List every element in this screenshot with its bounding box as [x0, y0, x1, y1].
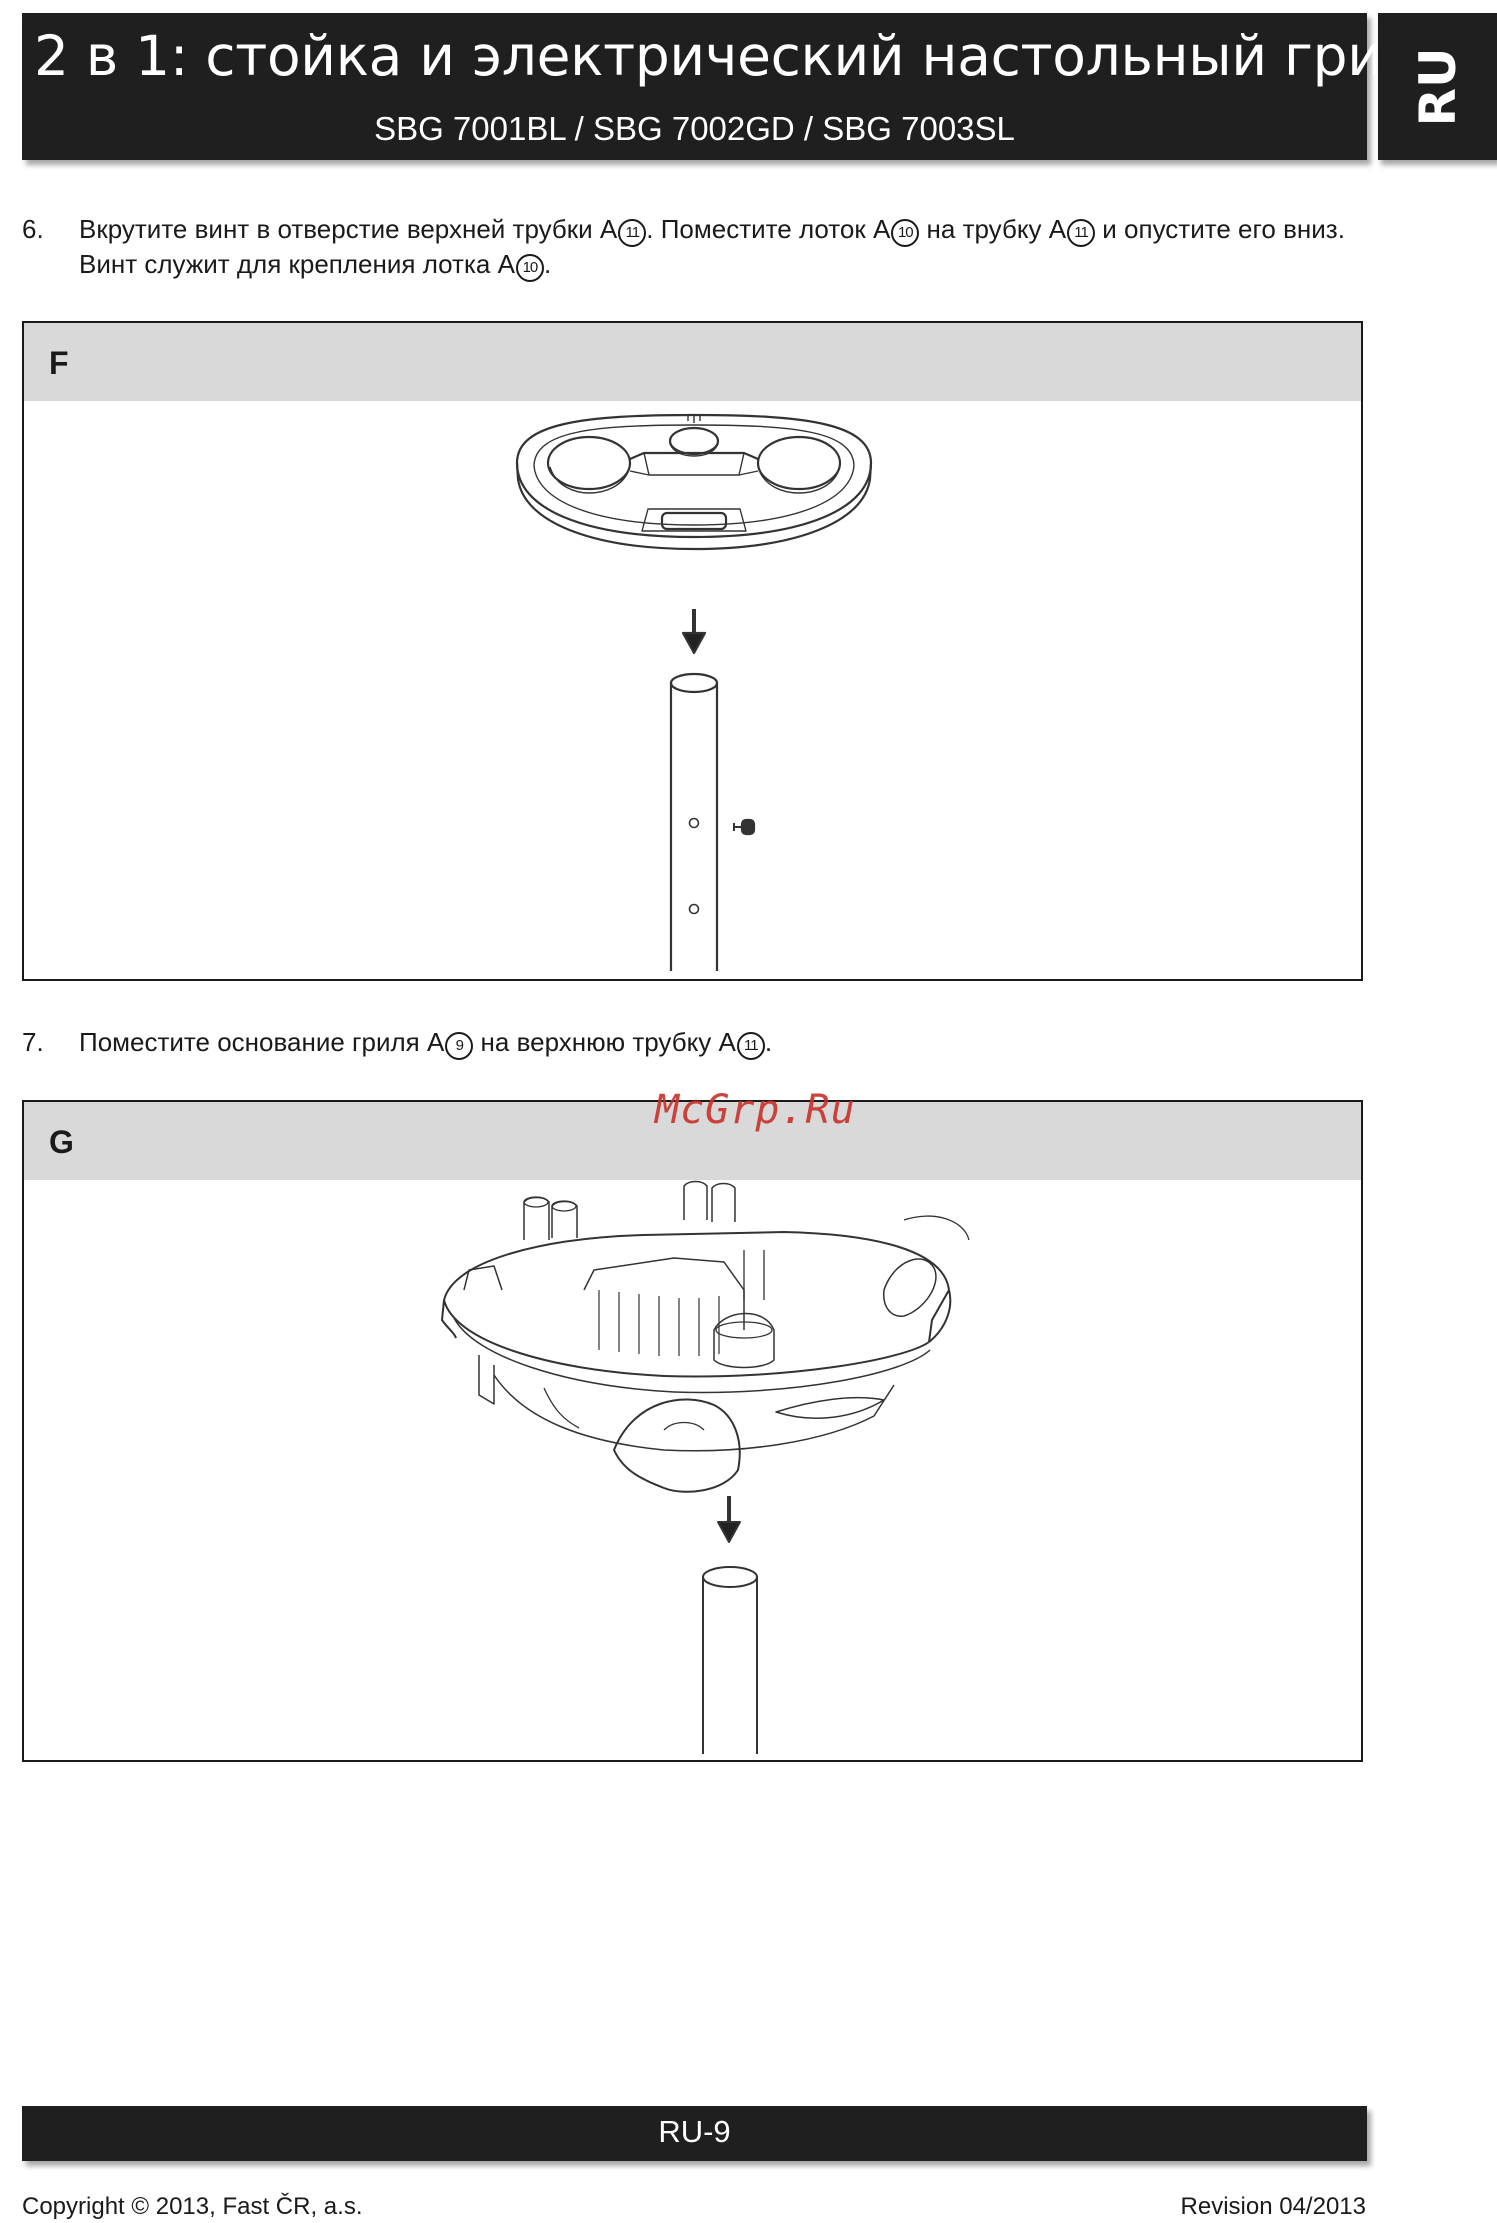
figure-label-bar: G	[24, 1102, 1361, 1180]
figure-label-bar: F	[24, 323, 1361, 401]
copyright-text: Copyright © 2013, Fast ČR, a.s.	[22, 2193, 363, 2220]
tube-icon	[702, 1566, 758, 1754]
step-text-line-1: Вкрутите винт в отверстие верхней трубки…	[79, 212, 1379, 247]
model-numbers: SBG 7001BL / SBG 7002GD / SBG 7003SL	[374, 110, 1015, 147]
page-number: RU-9	[658, 2114, 731, 2149]
part-ref-badge: 9	[445, 1032, 474, 1060]
figure-f: F	[22, 321, 1363, 981]
grill-base-icon	[441, 1180, 970, 1493]
tube-icon	[669, 672, 719, 971]
figure-label: G	[49, 1124, 74, 1160]
step-number: 6.	[22, 214, 44, 244]
page-header: 2 в 1: стойка и электрический настольный…	[22, 13, 1450, 160]
part-ref-badge: 10	[515, 254, 544, 282]
screw-icon	[733, 818, 756, 836]
step-number: 7.	[22, 1027, 44, 1057]
part-ref-badge: 11	[736, 1032, 765, 1060]
figure-f-illustration	[515, 413, 873, 971]
language-label: RU	[1408, 46, 1467, 127]
figure-g: G	[22, 1100, 1363, 1762]
figure-label: F	[49, 345, 69, 381]
part-ref-badge: 11	[1067, 219, 1096, 247]
part-ref-badge: 11	[618, 219, 647, 247]
language-tab: RU	[1378, 13, 1497, 160]
part-ref-badge: 10	[891, 219, 920, 247]
step-text: Вкрутите винт в отверстие верхней трубки…	[79, 212, 1379, 282]
page-number-bar: RU-9	[22, 2106, 1367, 2161]
page-title: 2 в 1: стойка и электрический настольный…	[34, 24, 1450, 88]
arrow-down-icon	[717, 1496, 741, 1543]
watermark: McGrp.Ru	[655, 1087, 856, 1133]
tray-icon	[515, 413, 873, 551]
revision-text: Revision 04/2013	[1180, 2193, 1366, 2220]
figure-g-illustration	[441, 1180, 970, 1754]
arrow-down-icon	[681, 609, 707, 655]
